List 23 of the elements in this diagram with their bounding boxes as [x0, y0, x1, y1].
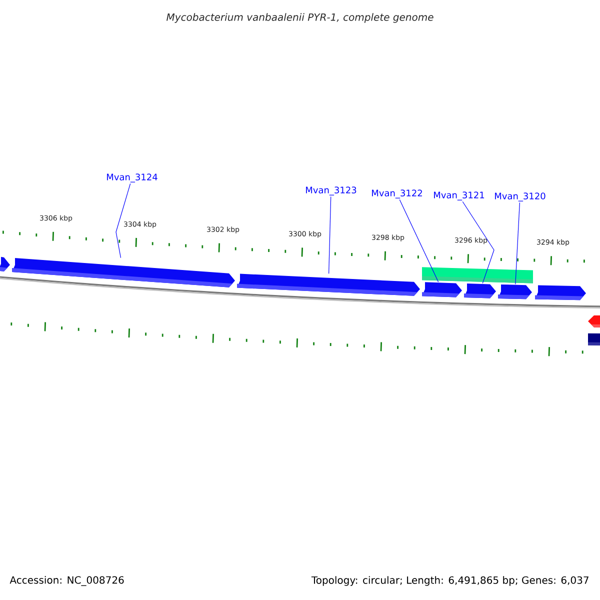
gene-label: Mvan_3122 — [372, 190, 422, 198]
leader-line — [399, 199, 439, 282]
gene-block — [422, 282, 462, 298]
leader-line — [462, 201, 494, 284]
gene-block — [12, 258, 235, 288]
leader-line — [515, 202, 520, 285]
gene-block — [237, 274, 420, 296]
title: Mycobacterium vanbaalenii PYR-1, complete genome — [166, 13, 434, 23]
gene-block — [588, 315, 600, 328]
accession-text: Accession: NC_008726 — [10, 576, 124, 586]
gene-label: Mvan_3120 — [495, 192, 546, 202]
gene-block — [498, 284, 532, 300]
gene-label: Mvan_3123 — [306, 186, 356, 196]
feature-bar — [422, 267, 533, 284]
gene-label: Mvan_3121 — [434, 192, 484, 200]
genome-info-text: Topology: circular; Length: 6,491,865 bp; Genes: 6,037 — [311, 576, 588, 586]
gene-block — [535, 285, 586, 300]
gene-block — [0, 256, 10, 272]
gene-block — [588, 333, 600, 346]
gene-block — [464, 284, 496, 298]
gene-label: Mvan_3124 — [107, 174, 158, 182]
leader-line — [116, 183, 131, 258]
leader-line — [328, 196, 332, 274]
